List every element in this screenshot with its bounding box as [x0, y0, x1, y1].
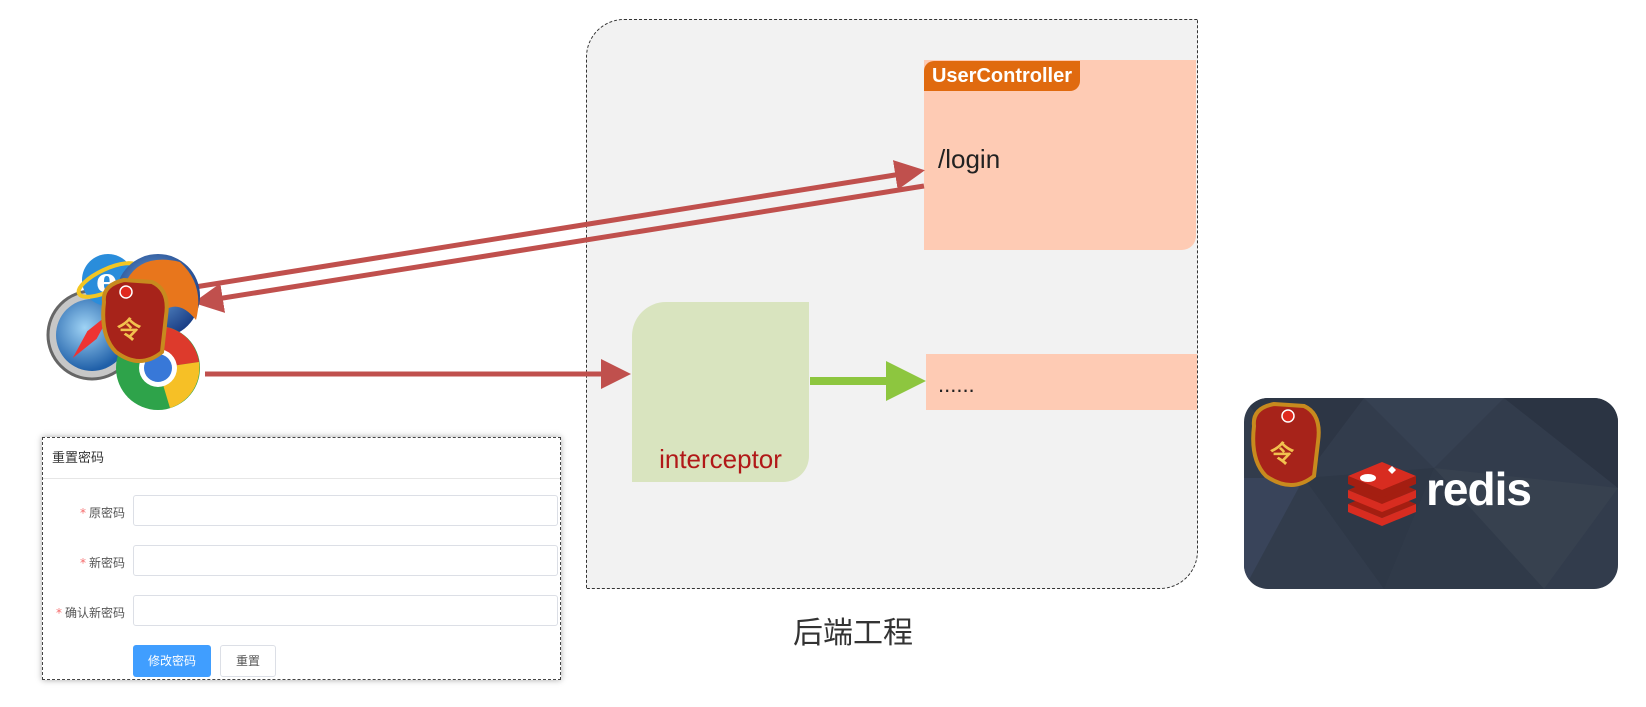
login-endpoint: /login: [938, 144, 1001, 174]
token-badge-char: 令: [117, 316, 142, 344]
required-marker: *: [79, 506, 86, 520]
new-password-input[interactable]: [133, 545, 558, 576]
confirm-password-input[interactable]: [133, 595, 558, 626]
other-handlers-label: ......: [938, 372, 975, 397]
response-from-login-arrow: [193, 183, 925, 313]
confirm-password-label: *确认新密码: [55, 606, 125, 620]
redis-label: redis: [1426, 463, 1532, 515]
form-divider: [43, 478, 560, 479]
interceptor-label: interceptor: [659, 444, 782, 474]
redis-logo-icon: [1348, 462, 1416, 526]
other-handlers-box: [926, 354, 1197, 410]
old-password-input[interactable]: [133, 495, 558, 526]
user-controller-box: [924, 60, 1196, 250]
request-to-login-arrow: [194, 160, 925, 290]
redis-token-badge-icon: 令: [1251, 401, 1321, 487]
change-password-button[interactable]: 修改密码: [133, 645, 211, 677]
token-badge-icon: 令: [101, 277, 169, 363]
backend-label: 后端工程: [793, 616, 913, 651]
old-password-label: *原密码: [79, 506, 125, 520]
required-marker: *: [55, 606, 62, 620]
redis-token-badge-char: 令: [1270, 440, 1295, 468]
required-marker: *: [79, 556, 86, 570]
interceptor-box: [632, 302, 809, 482]
new-password-label: *新密码: [79, 556, 125, 570]
reset-button[interactable]: 重置: [220, 645, 276, 677]
user-controller-title: UserController: [924, 61, 1080, 91]
form-title: 重置密码: [52, 451, 105, 466]
